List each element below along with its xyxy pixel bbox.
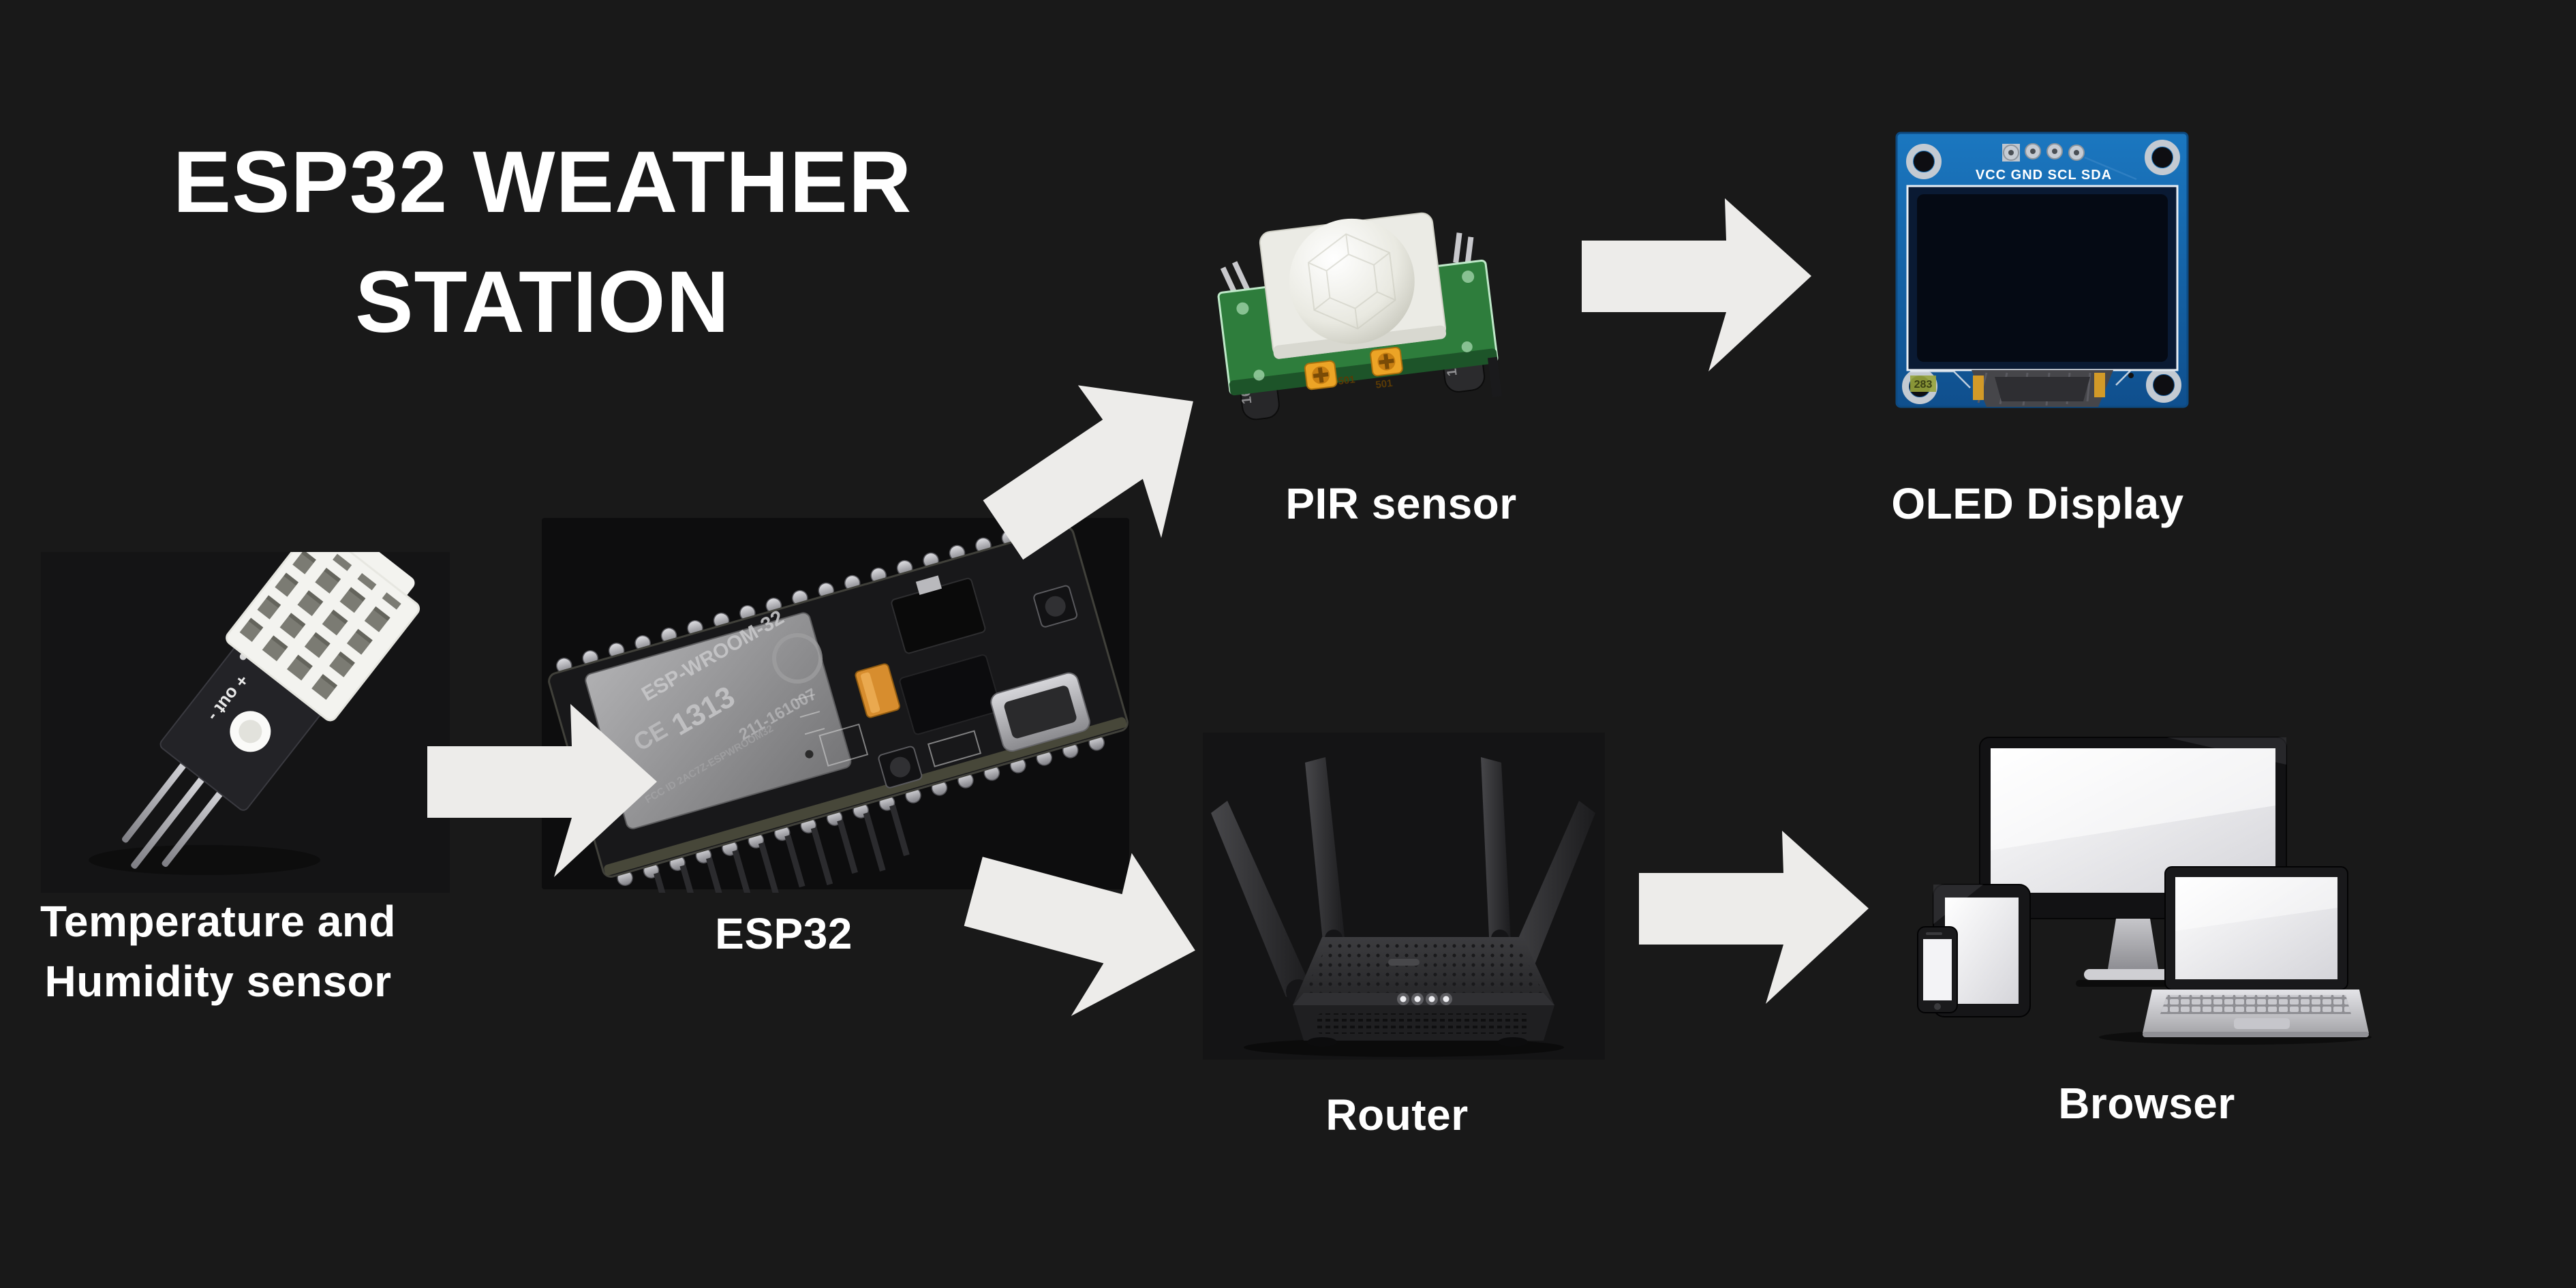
browser-label: Browser (2058, 1079, 2235, 1128)
pir-sensor-label: PIR sensor (1285, 479, 1517, 528)
router-body (1293, 937, 1554, 1047)
arrow-esp32-to-pir-sensor (983, 385, 1193, 560)
trimpot-value: 501 (1337, 373, 1355, 387)
oled-display-image: VCC GND SCL SDA 283 (1895, 132, 2189, 408)
router-logo (1388, 959, 1420, 966)
pir-trimpot-right: 501 (1370, 346, 1403, 391)
temp-sensor-label-line2: Humidity sensor (44, 957, 392, 1006)
arrow-router-to-browser (1639, 831, 1869, 1004)
sensor-housing (226, 552, 420, 722)
oled-pin-labels: VCC GND SCL SDA (1976, 168, 2112, 183)
esp32-button-en (878, 746, 923, 788)
antenna-outer-left (1211, 801, 1310, 997)
temp-sensor-label-line1: Temperature and (40, 897, 396, 946)
router-front-vents (1317, 1013, 1529, 1034)
temperature-humidity-sensor-image: + out - (41, 552, 450, 893)
esp32-silkscreen (795, 694, 982, 767)
monitor-base (2084, 969, 2182, 980)
pir-dark-pin (1487, 356, 1502, 398)
arrow-esp32-to-router (964, 853, 1195, 1016)
laptop-screen (2175, 877, 2337, 979)
browser-devices-image (1917, 737, 2372, 1045)
oled-header-pins (2002, 143, 2137, 181)
pir-dome-lens (1289, 218, 1415, 344)
pir-pcb-pads (1236, 271, 1475, 381)
smartphone (1917, 926, 1958, 1013)
phone-screen (1923, 939, 1952, 1000)
arrow-temp-sensor-to-esp32 (427, 704, 657, 877)
page-title-line2: STATION (355, 254, 730, 351)
antenna-inner-right (1481, 757, 1511, 941)
temp-sensor-label: Temperature and Humidity sensor (14, 891, 423, 1011)
laptop (2143, 866, 2369, 1037)
esp32-button-boot (1033, 585, 1078, 628)
svg-text:283: 283 (1914, 379, 1933, 390)
page-title: ESP32 WEATHER STATION (168, 123, 917, 363)
pir-sensor-image: 16v 16v (1217, 212, 1502, 420)
esp32-board-image: ESP-WROOM-32 CE 1313 211-161007 FCC ID 2… (542, 518, 1129, 893)
router-image (1203, 733, 1605, 1060)
pir-trimpot-left: 501 (1304, 360, 1355, 390)
laptop-touchpad (2234, 1018, 2290, 1029)
antenna-inner-left (1305, 757, 1345, 941)
oled-screen (1906, 185, 2179, 371)
sensor-grid-holes (234, 552, 411, 714)
esp32-usb-port (990, 672, 1090, 752)
oled-display-label: OLED Display (1891, 479, 2184, 528)
sensor-pins (121, 750, 232, 869)
trimpot-value: 501 (1375, 378, 1394, 391)
esp32-usb-chip (899, 654, 1002, 735)
oled-ribbon-connector (1972, 370, 2113, 407)
arrow-pir-sensor-to-oled (1582, 198, 1811, 371)
page-title-line1: ESP32 WEATHER (172, 134, 913, 231)
oled-board-code: 283 (1910, 375, 1936, 392)
monitor-stand (2108, 919, 2158, 969)
esp32-through-pins (654, 804, 910, 893)
router-leds (1397, 993, 1452, 1005)
esp32-label: ESP32 (715, 909, 853, 958)
router-vent-holes (1304, 941, 1544, 993)
router-label: Router (1325, 1090, 1469, 1139)
oled-silkscreen (1910, 369, 2175, 388)
